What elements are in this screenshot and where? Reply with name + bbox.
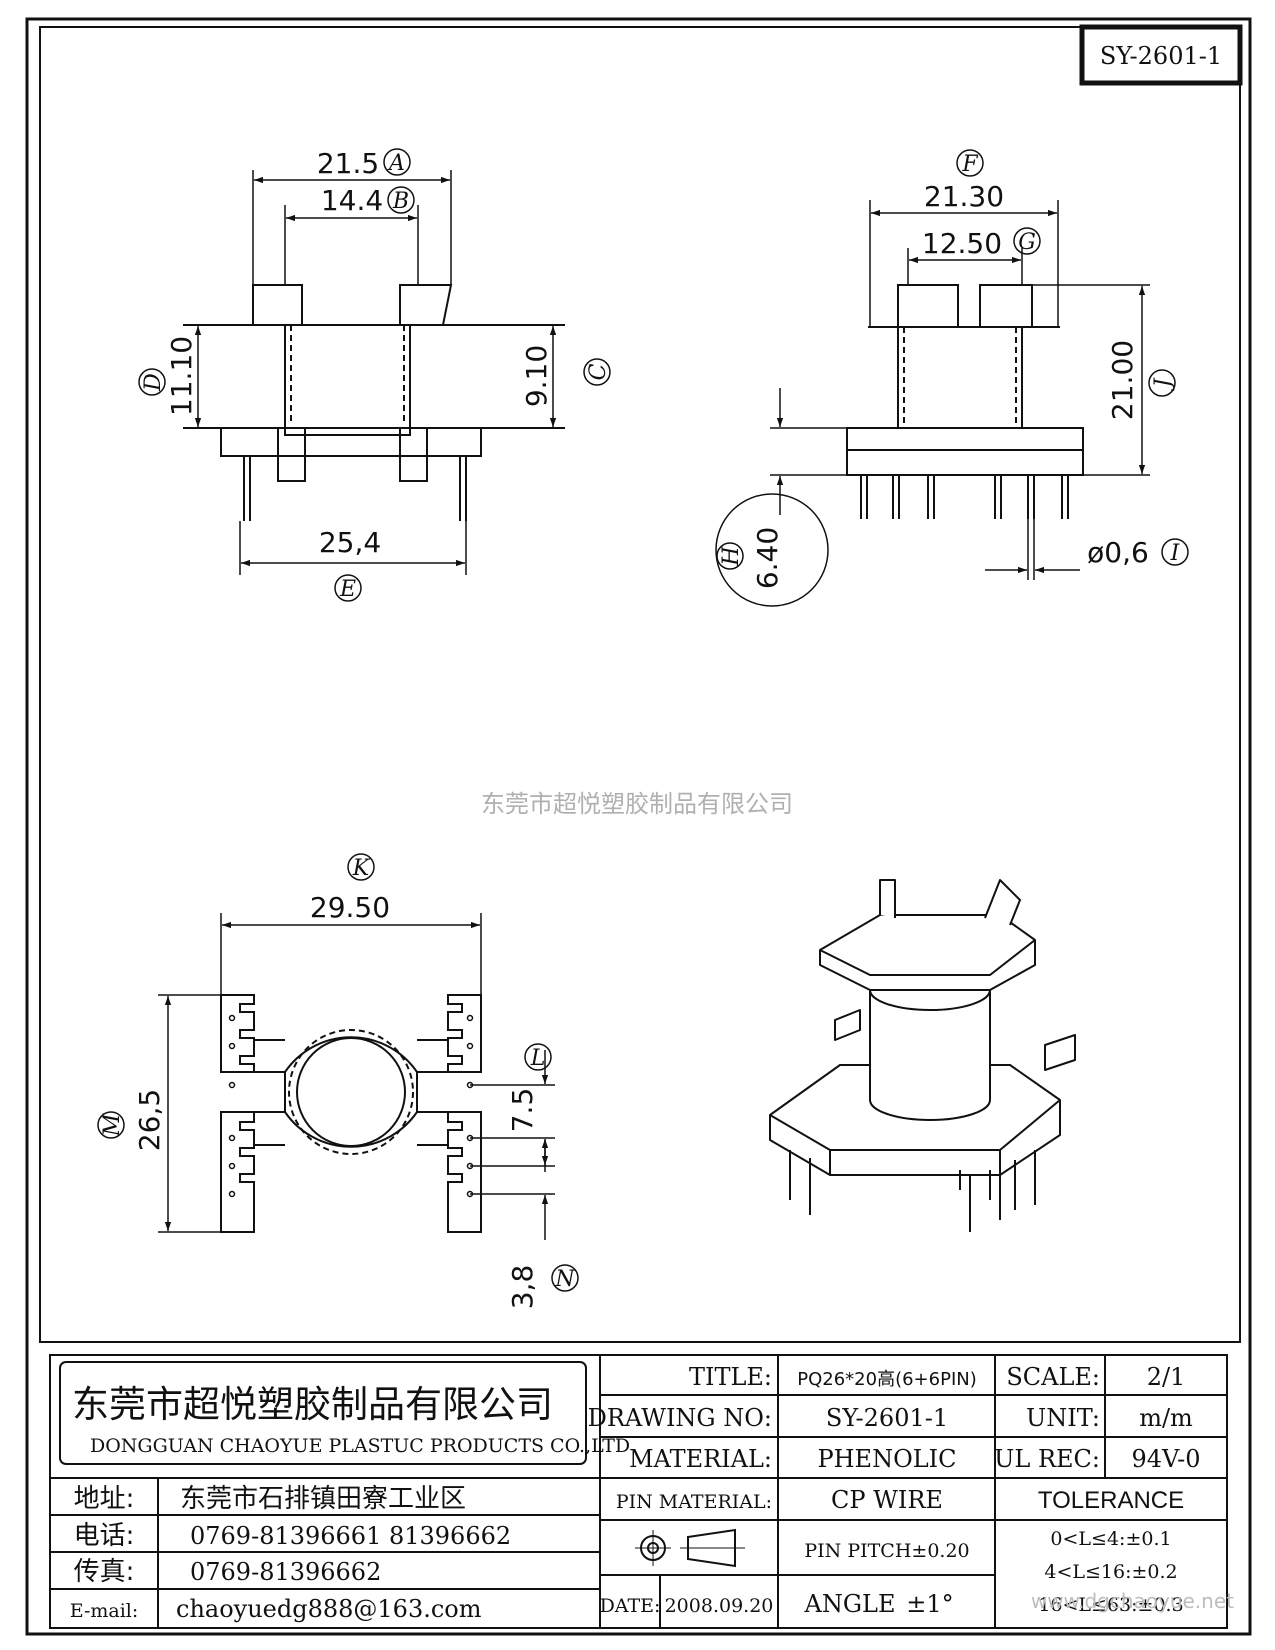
dim-A-value: 21.5: [317, 147, 379, 180]
dim-E-value: 25,4: [319, 526, 381, 559]
title-label: TITLE:: [689, 1363, 772, 1391]
center-watermark: 东莞市超悦塑胶制品有限公司: [481, 790, 793, 818]
fax-value: 0769-81396662: [190, 1558, 381, 1586]
dim-B-label: B: [392, 189, 409, 214]
angle-value: ±1°: [906, 1590, 953, 1618]
dim-H-label: H: [719, 546, 744, 567]
front-view: [183, 284, 565, 521]
drawing-frame: [25, 17, 1252, 1636]
dim-K-label: K: [352, 856, 371, 881]
dim-N-value: 3,8: [506, 1265, 539, 1310]
dim-L-label: L: [530, 1046, 546, 1071]
material-value: PHENOLIC: [817, 1445, 956, 1473]
dim-E-label: E: [339, 577, 356, 602]
tolerance-row-3: 16<L≤63:±0.3: [1038, 1594, 1183, 1616]
side-view-dimensions: [715, 200, 1150, 607]
dim-I-value: ø0,6: [1087, 536, 1149, 569]
tolerance-label: TOLERANCE: [1038, 1487, 1184, 1514]
dim-M-value: 26,5: [133, 1089, 166, 1151]
pin-pitch: PIN PITCH±0.20: [804, 1540, 969, 1562]
company-name-cn: 东莞市超悦塑胶制品有限公司: [72, 1383, 553, 1426]
isometric-view: [769, 879, 1076, 1232]
dimension-labels: 21.5 A 14.4 B 11.10 D 9.10 C 25,4 E F 21…: [97, 147, 1189, 1310]
dim-F-value: 21.30: [924, 180, 1004, 213]
dim-H-value: 6.40: [751, 527, 784, 589]
title-value: PQ26*20高(6+6PIN): [797, 1369, 977, 1390]
scale-value: 2/1: [1147, 1363, 1186, 1391]
dim-F-label: F: [961, 152, 978, 177]
drawing-no-label: DRAWING NO:: [588, 1404, 772, 1432]
dim-A-label: A: [387, 151, 405, 176]
fax-label: 传真:: [74, 1557, 135, 1587]
ul-rec-label: UL REC:: [994, 1445, 1100, 1473]
dim-G-label: G: [1018, 230, 1036, 255]
company-name-en: DONGGUAN CHAOYUE PLASTUC PRODUCTS CO.,LT…: [90, 1435, 630, 1457]
dim-I-label: I: [1170, 541, 1181, 566]
dim-D-value: 11.10: [165, 336, 198, 416]
angle-label: ANGLE: [804, 1590, 896, 1618]
dim-N-label: N: [554, 1267, 575, 1292]
dim-J-value: 21.00: [1106, 340, 1139, 420]
unit-value: m/m: [1139, 1404, 1193, 1432]
dim-C-label: C: [586, 363, 611, 380]
email-value: chaoyuedg888@163.com: [176, 1595, 482, 1623]
material-label: MATERIAL:: [629, 1445, 772, 1473]
pin-material-value: CP WIRE: [831, 1486, 943, 1514]
phone-label: 电话:: [74, 1521, 135, 1551]
dim-M-label: M: [100, 1113, 125, 1137]
drawing-code-box: SY-2601-1: [1079, 24, 1243, 86]
front-view-dimensions: [194, 170, 557, 575]
tolerance-row-2: 4<L≤16:±0.2: [1044, 1561, 1177, 1583]
title-block-text: 东莞市超悦塑胶制品有限公司 DONGGUAN CHAOYUE PLASTUC P…: [70, 1363, 1201, 1623]
dim-D-label: D: [141, 373, 166, 392]
dim-L-value: 7.5: [506, 1088, 539, 1133]
phone-value: 0769-81396661 81396662: [190, 1522, 511, 1550]
date-value: 2008.09.20: [665, 1595, 774, 1617]
tolerance-row-1: 0<L≤4:±0.1: [1050, 1528, 1171, 1550]
date-label: DATE:: [600, 1595, 661, 1617]
address-label: 地址:: [74, 1484, 135, 1514]
corner-watermark: www.dgchaoyue.net: [1031, 1589, 1234, 1613]
side-view: [846, 284, 1084, 519]
drawing-no-value: SY-2601-1: [826, 1404, 948, 1432]
unit-label: UNIT:: [1026, 1404, 1100, 1432]
email-label: E-mail:: [70, 1600, 139, 1622]
dim-C-value: 9.10: [520, 345, 553, 407]
top-view-pin-dots: [228, 1014, 474, 1198]
title-block: [49, 1354, 1228, 1629]
top-view-dimensions: [158, 913, 555, 1240]
dim-G-value: 12.50: [922, 227, 1002, 260]
scale-label: SCALE:: [1006, 1363, 1100, 1391]
pin-material-label: PIN MATERIAL:: [616, 1491, 772, 1513]
dim-B-value: 14.4: [321, 184, 383, 217]
top-view: [220, 994, 482, 1233]
ul-rec-value: 94V-0: [1131, 1445, 1200, 1473]
address-value: 东莞市石排镇田寮工业区: [180, 1484, 466, 1514]
dim-K-value: 29.50: [310, 891, 390, 924]
dim-J-label: J: [1151, 377, 1176, 391]
drawing-code: SY-2601-1: [1100, 42, 1222, 70]
